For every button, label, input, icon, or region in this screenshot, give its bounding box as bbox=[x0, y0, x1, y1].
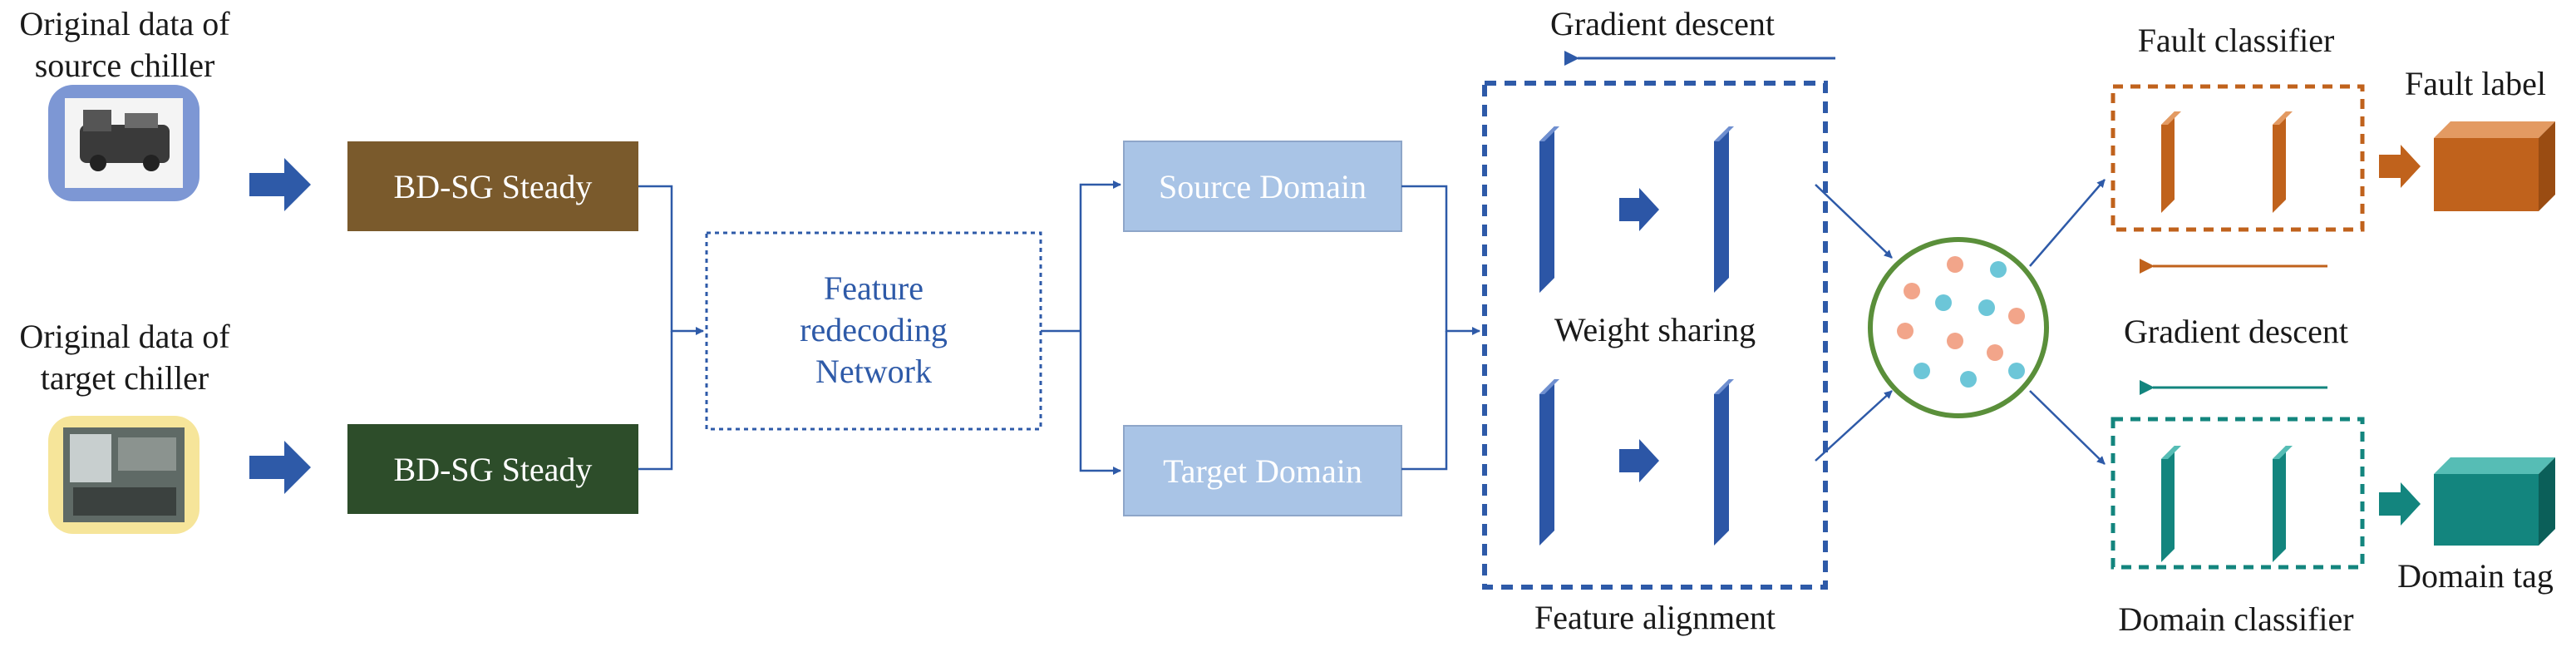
connector-alignment-top-to-circle bbox=[1815, 184, 1893, 259]
domain-output-arrow bbox=[2379, 482, 2421, 526]
source-domain-box: Source Domain bbox=[1159, 167, 1367, 205]
connector-circle-to-fault bbox=[2029, 179, 2106, 267]
connector-target-to-network bbox=[638, 331, 673, 471]
target-chiller-label: Original data of target chiller bbox=[0, 316, 249, 399]
input-arrow-source bbox=[249, 158, 311, 211]
network-line3: Network bbox=[815, 353, 932, 390]
fault-output-arrow bbox=[2379, 145, 2421, 188]
bdsg-source-box: BD-SG Steady bbox=[393, 167, 593, 205]
domain-tag-block bbox=[2434, 457, 2555, 546]
target-chiller-image bbox=[48, 416, 199, 534]
fault-label-block bbox=[2434, 121, 2555, 211]
target-label-line1: Original data of bbox=[19, 318, 230, 355]
alignment-layers bbox=[1539, 126, 1734, 546]
network-line1: Feature bbox=[824, 269, 924, 307]
connector-target-domain-to-alignment bbox=[1401, 331, 1448, 471]
domain-classifier-box bbox=[2111, 417, 2365, 570]
connector-to-target-domain bbox=[1079, 331, 1121, 475]
fault-classifier-layers bbox=[2161, 111, 2293, 213]
connector-source-domain-to-alignment bbox=[1401, 185, 1480, 335]
domain-classifier-layers bbox=[2161, 446, 2293, 562]
bdsg-target-box: BD-SG Steady bbox=[393, 450, 593, 488]
target-label-line2: target chiller bbox=[40, 359, 209, 397]
connector-to-source-domain bbox=[1079, 180, 1121, 331]
fault-label-label: Fault label bbox=[2405, 65, 2546, 102]
source-domain-shape bbox=[1123, 141, 1402, 232]
feature-network-label: Feature redecoding Network bbox=[707, 268, 1041, 393]
fault-classifier-box bbox=[2111, 84, 2365, 232]
target-domain-shape bbox=[1123, 425, 1402, 516]
weight-sharing-label: Weight sharing bbox=[1554, 311, 1756, 348]
source-label-line1: Original data of bbox=[19, 5, 230, 42]
network-line2: redecoding bbox=[800, 311, 948, 348]
bdsg-source-box-shape bbox=[347, 141, 638, 231]
feature-space-circle bbox=[1868, 237, 2049, 418]
feature-alignment-box bbox=[1482, 81, 1828, 590]
connector-circle-to-domain bbox=[2029, 390, 2106, 465]
feature-alignment-label: Feature alignment bbox=[1534, 599, 1776, 636]
source-chiller-image bbox=[48, 85, 199, 201]
target-domain-box: Target Domain bbox=[1163, 452, 1362, 490]
connector-source-to-network bbox=[638, 185, 704, 335]
source-chiller-label: Original data of source chiller bbox=[0, 3, 249, 86]
top-gradient-label: Gradient descent bbox=[1550, 5, 1775, 42]
domain-gradient-label: Gradient descent bbox=[2124, 313, 2348, 350]
fault-classifier-label: Fault classifier bbox=[2137, 22, 2335, 59]
domain-tag-label: Domain tag bbox=[2397, 557, 2554, 595]
input-arrow-target bbox=[249, 441, 311, 494]
domain-classifier-label: Domain classifier bbox=[2118, 600, 2354, 638]
source-label-line2: source chiller bbox=[34, 47, 215, 84]
bdsg-target-box-shape bbox=[347, 424, 638, 514]
connector-alignment-bottom-to-circle bbox=[1815, 390, 1893, 462]
